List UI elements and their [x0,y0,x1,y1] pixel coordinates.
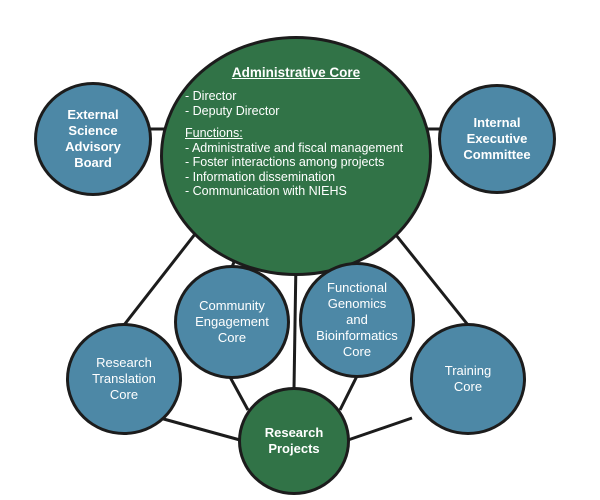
administrative-core-title: Administrative Core [231,65,361,80]
line-rtc-to-rp [159,416,241,442]
role-deputy-director: - Deputy Director [185,103,280,118]
functions-heading: Functions: [185,126,243,140]
line-admin-to-rp [292,259,298,390]
internal-executive-committee-node: Internal Executive Committee [438,84,556,194]
external-science-advisory-board-node: External Science Advisory Board [34,82,152,196]
administrative-core-details: - Director - Deputy Director Functions: … [185,89,403,199]
line-func-to-rp [338,375,359,411]
community-engagement-core-node: Community Engagement Core [174,265,290,379]
line-train-to-rp [347,416,413,442]
internal-committee-label: Internal Executive Committee [463,115,531,162]
line-admin-to-rtc [122,219,208,326]
research-translation-label: Research Translation Core [92,355,156,402]
research-projects-node: Research Projects [238,387,350,495]
role-director: - Director [185,89,237,103]
community-core-label: Community Engagement Core [195,298,269,345]
line-comm-to-rp [228,376,250,411]
function-item: - Foster interactions among projects [185,155,385,169]
function-item: - Administrative and fiscal management [185,140,404,155]
research-projects-label: Research Projects [264,425,324,456]
function-item: - Information dissemination [185,169,336,184]
external-board-label: External Science Advisory Board [65,107,121,170]
research-translation-core-node: Research Translation Core [66,323,182,435]
administrative-core-node: Administrative Core - Director - Deputy … [160,36,432,276]
line-admin-to-train [382,219,470,326]
functional-genomics-bioinformatics-core-node: Functional Genomics and Bioinformatics C… [299,262,415,378]
functional-genomics-label: Functional Genomics and Bioinformatics C… [316,280,398,359]
training-core-label: Training Core [444,363,492,394]
training-core-node: Training Core [410,323,526,435]
function-item: - Communication with NIEHS [185,184,347,198]
